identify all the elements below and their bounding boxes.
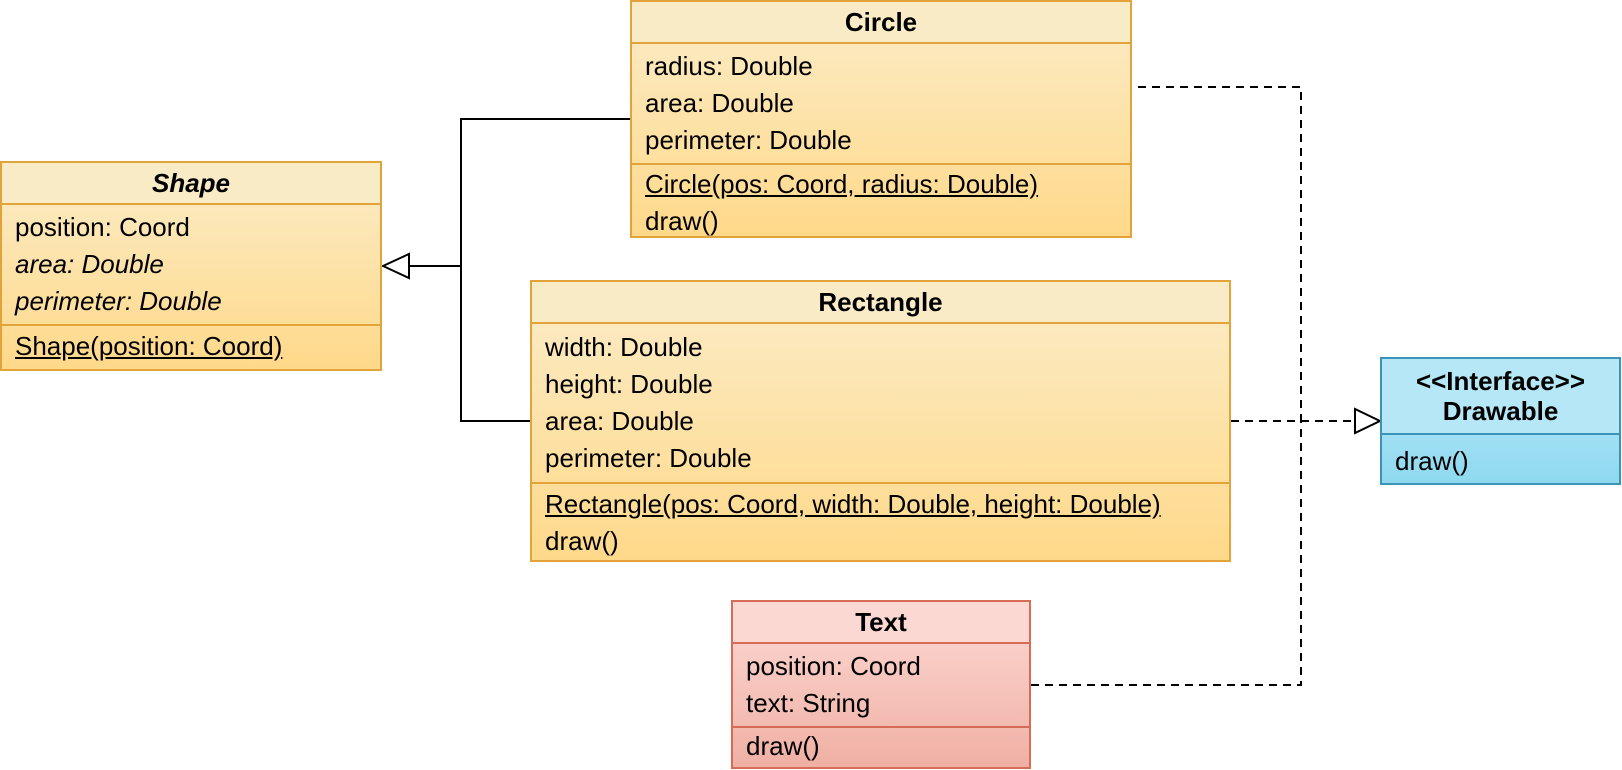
circle-attr-area: area: Double xyxy=(645,88,794,118)
generalization-arrowhead xyxy=(380,252,410,280)
circle-class-title: Circle xyxy=(632,2,1130,42)
realization-arrowhead xyxy=(1354,407,1383,435)
text-class[interactable]: Text position: Coord text: String draw() xyxy=(731,600,1031,769)
rectangle-attr-area: area: Double xyxy=(545,406,694,436)
shape-attr-area: area: Double xyxy=(15,249,164,279)
drawable-methods: draw() xyxy=(1382,433,1619,485)
circle-attr-radius: radius: Double xyxy=(645,51,813,81)
drawable-interface-title: Drawable xyxy=(1442,396,1559,426)
shape-class[interactable]: Shape position: Coord area: Double perim… xyxy=(0,161,382,371)
shape-methods: Shape(position: Coord) xyxy=(2,324,380,371)
shape-method-constructor: Shape(position: Coord) xyxy=(15,331,283,361)
text-attributes: position: Coord text: String xyxy=(733,642,1029,726)
text-methods: draw() xyxy=(733,726,1029,769)
rectangle-method-draw: draw() xyxy=(545,526,619,556)
rectangle-to-shape-connector xyxy=(460,266,530,422)
text-to-drawable-connector xyxy=(1031,421,1302,686)
text-attr-position: position: Coord xyxy=(746,651,921,681)
rectangle-class[interactable]: Rectangle width: Double height: Double a… xyxy=(530,280,1231,562)
drawable-method-draw: draw() xyxy=(1395,446,1469,476)
rectangle-attr-perimeter: perimeter: Double xyxy=(545,443,752,473)
rectangle-methods: Rectangle(pos: Coord, width: Double, hei… xyxy=(532,482,1229,562)
circle-methods: Circle(pos: Coord, radius: Double) draw(… xyxy=(632,163,1130,238)
shape-attr-perimeter: perimeter: Double xyxy=(15,286,222,316)
rectangle-class-title: Rectangle xyxy=(532,282,1229,322)
shape-class-title: Shape xyxy=(2,163,380,203)
circle-to-drawable-connector xyxy=(1138,86,1302,421)
drawable-interface[interactable]: <<Interface>> Drawable draw() xyxy=(1380,357,1621,485)
drawable-stereotype: <<Interface>> xyxy=(1415,366,1586,396)
rectangle-attributes: width: Double height: Double area: Doubl… xyxy=(532,322,1229,482)
drawable-interface-header: <<Interface>> Drawable xyxy=(1382,359,1619,433)
rectangle-attr-height: height: Double xyxy=(545,369,713,399)
circle-method-draw: draw() xyxy=(645,206,719,236)
text-attr-text: text: String xyxy=(746,688,871,718)
circle-class[interactable]: Circle radius: Double area: Double perim… xyxy=(630,0,1132,238)
text-class-title: Text xyxy=(733,602,1029,642)
circle-attributes: radius: Double area: Double perimeter: D… xyxy=(632,42,1130,163)
rectangle-attr-width: width: Double xyxy=(545,332,703,362)
circle-to-shape-connector xyxy=(460,118,630,266)
circle-attr-perimeter: perimeter: Double xyxy=(645,125,852,155)
text-method-draw: draw() xyxy=(746,731,820,761)
shape-attr-position: position: Coord xyxy=(15,212,190,242)
rectangle-method-constructor: Rectangle(pos: Coord, width: Double, hei… xyxy=(545,489,1161,519)
circle-method-constructor: Circle(pos: Coord, radius: Double) xyxy=(645,169,1039,199)
shape-attributes: position: Coord area: Double perimeter: … xyxy=(2,203,380,324)
